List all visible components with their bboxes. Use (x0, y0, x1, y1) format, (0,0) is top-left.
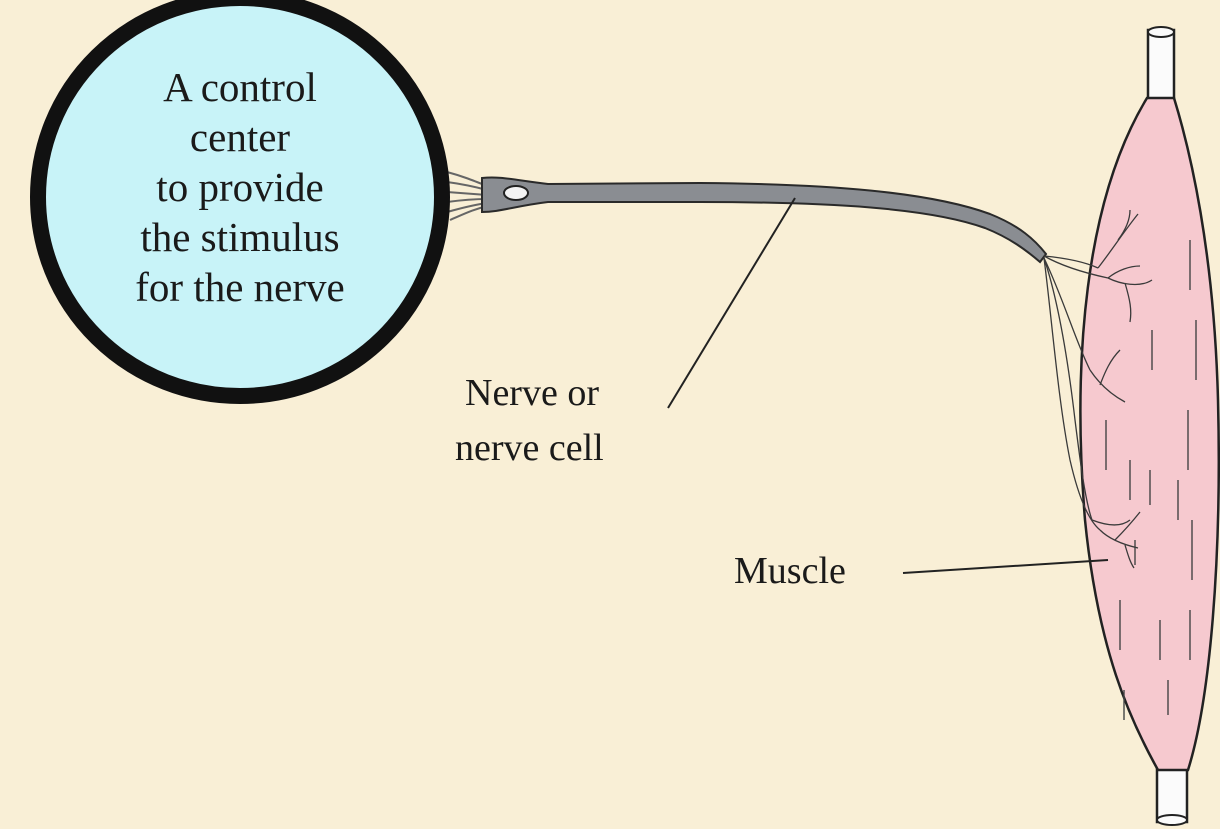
nerve-leader-line (668, 198, 795, 408)
control-center-label-line: the stimulus (60, 212, 420, 262)
muscle-leader-line (903, 560, 1108, 573)
control-center-label: A control center to provide the stimulus… (60, 62, 420, 312)
muscle-body (1080, 98, 1218, 770)
nerve-label: Nerve or nerve cell (455, 366, 675, 476)
muscle-top-tendon (1148, 27, 1174, 100)
control-center-label-line: center (60, 112, 420, 162)
control-center-label-line: A control (60, 62, 420, 112)
nerve-label-line: nerve cell (455, 421, 675, 476)
muscle-label: Muscle (734, 546, 846, 596)
control-center-label-line: for the nerve (60, 262, 420, 312)
nerve-cell (447, 172, 1046, 262)
control-center-label-line: to provide (60, 162, 420, 212)
nerve-label-line: Nerve or (455, 366, 675, 421)
